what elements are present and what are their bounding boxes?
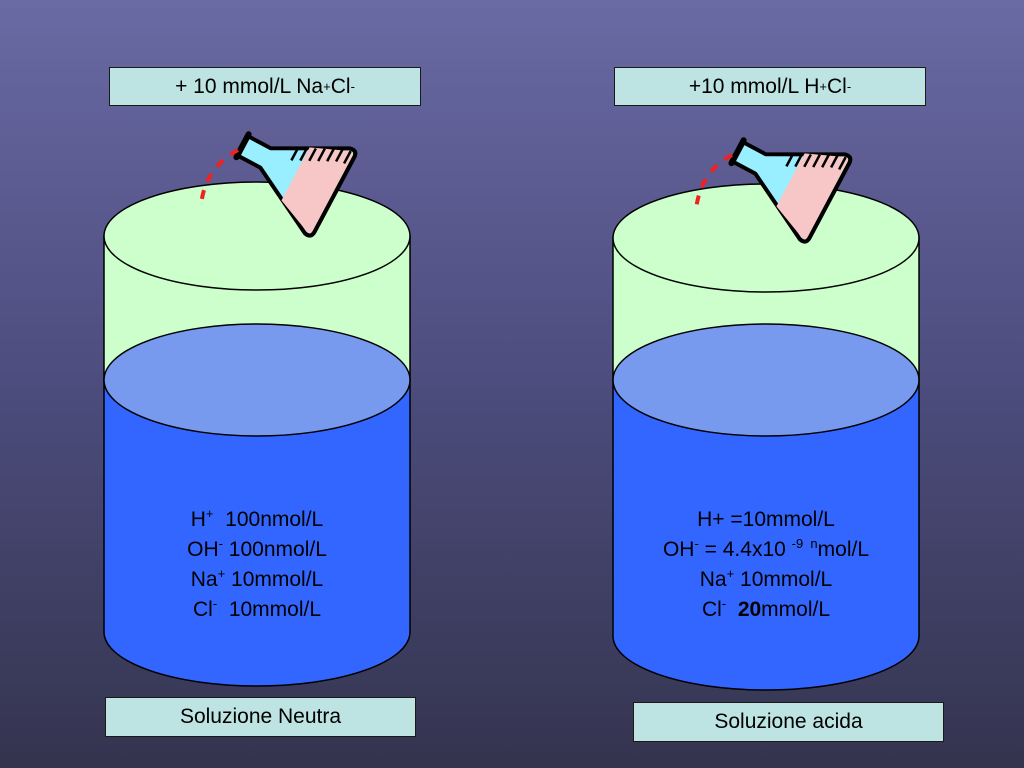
right-pour-stream <box>694 153 733 211</box>
right-bottom-label: Soluzione acida <box>633 702 944 742</box>
left-line-na-sup: + <box>217 566 226 581</box>
left-contents: H+ 100nmol/L OH- 100nmol/L Na+ 10mmol/L … <box>107 505 407 625</box>
left-bottom-label: Soluzione Neutra <box>105 697 416 737</box>
right-line-cl-c: mmol/L <box>761 598 831 621</box>
left-line-cl-a: Cl <box>192 598 213 621</box>
left-line-h-b: 100nmol/L <box>213 508 324 531</box>
right-line-oh-b: = 4.4x10 <box>698 538 792 561</box>
left-line-na: Na+ 10mmol/L <box>107 565 407 595</box>
right-line-cl-a: Cl <box>701 598 722 621</box>
right-top-label: +10 mmol/L H+Cl- <box>614 67 926 106</box>
left-line-na-a: Na <box>190 568 218 591</box>
left-liquid-surface <box>103 323 411 437</box>
right-flask-icon <box>728 137 853 244</box>
left-pour-stream <box>199 148 239 206</box>
right-line-oh: OH- = 4.4x10 -9 nmol/L <box>616 535 916 565</box>
left-liquid-body <box>103 379 411 687</box>
right-line-oh-a: OH <box>662 538 695 561</box>
left-top-label-prefix: + 10 mmol/L Na <box>175 74 324 98</box>
left-cylinder-rim <box>103 181 411 291</box>
right-liquid-body <box>612 379 920 691</box>
right-contents: H+ =10mmol/L OH- = 4.4x10 -9 nmol/L Na+ … <box>616 505 916 625</box>
left-line-h-a: H <box>190 508 206 531</box>
left-top-label: + 10 mmol/L Na+Cl- <box>109 67 421 106</box>
left-line-na-b: 10mmol/L <box>225 568 324 591</box>
left-flask-icon <box>233 131 358 238</box>
right-line-oh-c: mol/L <box>817 538 870 561</box>
right-cylinder <box>612 183 920 691</box>
right-line-oh-sup: - <box>694 536 699 551</box>
left-line-oh-a: OH <box>187 538 219 561</box>
left-cylinder <box>103 181 411 687</box>
right-cylinder-rim <box>612 183 920 293</box>
left-line-cl-sup: - <box>212 596 218 611</box>
right-line-cl: Cl- 20mmol/L <box>616 595 916 625</box>
right-line-h: H+ =10mmol/L <box>697 508 835 531</box>
right-line-na-sup: + <box>726 566 735 581</box>
right-liquid-surface <box>612 323 920 437</box>
right-top-label-prefix: +10 mmol/L H <box>688 74 820 98</box>
right-top-label-mid: Cl <box>826 74 847 98</box>
right-flask-graduations <box>785 153 847 171</box>
right-line-na-b: 10mmol/L <box>734 568 833 591</box>
right-line-na-a: Na <box>699 568 727 591</box>
left-flask-liquid <box>281 147 354 234</box>
left-line-oh: OH- 100nmol/L <box>107 535 407 565</box>
left-line-cl-b: 10mmol/L <box>217 598 322 621</box>
right-line-oh-exp: -9 n <box>791 536 818 551</box>
left-flask-graduations <box>290 147 352 165</box>
left-line-oh-sup: - <box>218 536 223 551</box>
left-bottom-label-text: Soluzione Neutra <box>179 705 342 728</box>
left-top-label-mid: Cl <box>330 74 351 98</box>
left-line-h-sup: + <box>205 506 214 521</box>
right-bottom-label-text: Soluzione acida <box>714 710 863 733</box>
left-line-cl: Cl- 10mmol/L <box>107 595 407 625</box>
left-line-oh-b: 100nmol/L <box>222 538 327 561</box>
left-line-h: H+ 100nmol/L <box>107 505 407 535</box>
right-line-cl-sup: - <box>721 596 727 611</box>
right-line-na: Na+ 10mmol/L <box>616 565 916 595</box>
right-line-cl-bold: 20 <box>737 598 762 621</box>
right-flask-liquid <box>776 153 849 240</box>
